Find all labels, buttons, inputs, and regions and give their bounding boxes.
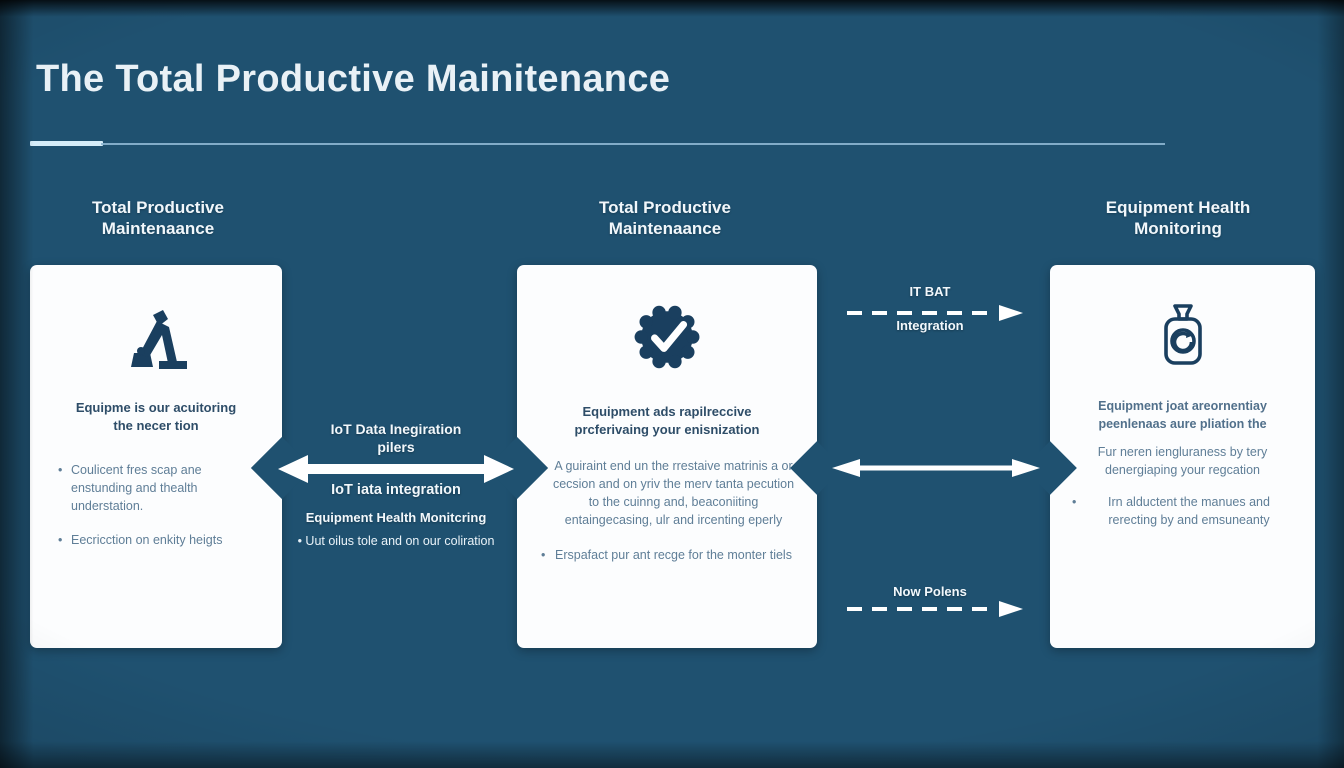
- it-bat-label: IT BAT: [909, 284, 951, 299]
- double-arrow-thin-icon: [832, 459, 1040, 477]
- column-header-2: Total Productive Maintenaance: [599, 198, 731, 238]
- page-title: The Total Productive Mainitenance: [36, 58, 671, 100]
- card-equipment-health-monitoring: Equipment joat areornentiay peenlenaas a…: [1050, 265, 1315, 648]
- column-header-1: Total Productive Maintenaance: [92, 198, 224, 238]
- monitoring-jar-icon: [1163, 304, 1202, 365]
- connector-bullet-text: Uut oilus tole and on our coliration: [296, 533, 496, 550]
- card-1-bullet-list: Coulicent fres scap ane enstunding and t…: [56, 461, 262, 549]
- card-2-heading: Equipment ads rapilreccive prcferivaing …: [574, 404, 760, 437]
- badge-check-icon: [634, 305, 700, 369]
- robot-arm-icon: [131, 310, 187, 369]
- integration-label: Integration: [896, 318, 964, 333]
- now-polens-label: Now Polens: [893, 584, 967, 599]
- dashed-arrow-icon: [847, 601, 1023, 617]
- iot-data-integration-sublabel: IoT iata integration: [331, 482, 461, 498]
- list-item: Irn alductent the manues and rerecting b…: [1070, 493, 1299, 529]
- card-3-heading: Equipment joat areornentiay peenlenaas a…: [1098, 399, 1267, 431]
- card-3-bullet-list: Irn alductent the manues and rerecting b…: [1070, 493, 1299, 529]
- list-item: A guiraint end un the rrestaive matrinis…: [539, 457, 799, 529]
- card-total-productive-maintenance-2: Equipment ads rapilreccive prcferivaing …: [517, 265, 817, 648]
- title-underline: [101, 143, 1165, 145]
- double-arrow-thick-icon: [278, 455, 514, 483]
- title-underline-accent: [30, 141, 103, 146]
- card-2-bullet-list: A guiraint end un the rrestaive matrinis…: [539, 457, 799, 564]
- card-3-paragraph: Fur neren iengluraness by tery denergiap…: [1097, 445, 1268, 477]
- list-item: Eecricction on enkity heigts: [56, 531, 262, 549]
- column-header-3: Equipment Health Monitoring: [1105, 198, 1251, 238]
- equipment-health-monitoring-label: Equipment Health Monitcring: [305, 510, 487, 525]
- card-1-heading: Equipme is our acuitoring the necer tion: [75, 400, 237, 433]
- card-total-productive-maintenance: Equipme is our acuitoring the necer tion…: [30, 265, 282, 648]
- list-item: Coulicent fres scap ane enstunding and t…: [56, 461, 262, 515]
- iot-data-integration-label: IoT Data Inegiration pilers: [330, 421, 462, 455]
- list-item: Erspafact pur ant recge for the monter t…: [539, 546, 799, 564]
